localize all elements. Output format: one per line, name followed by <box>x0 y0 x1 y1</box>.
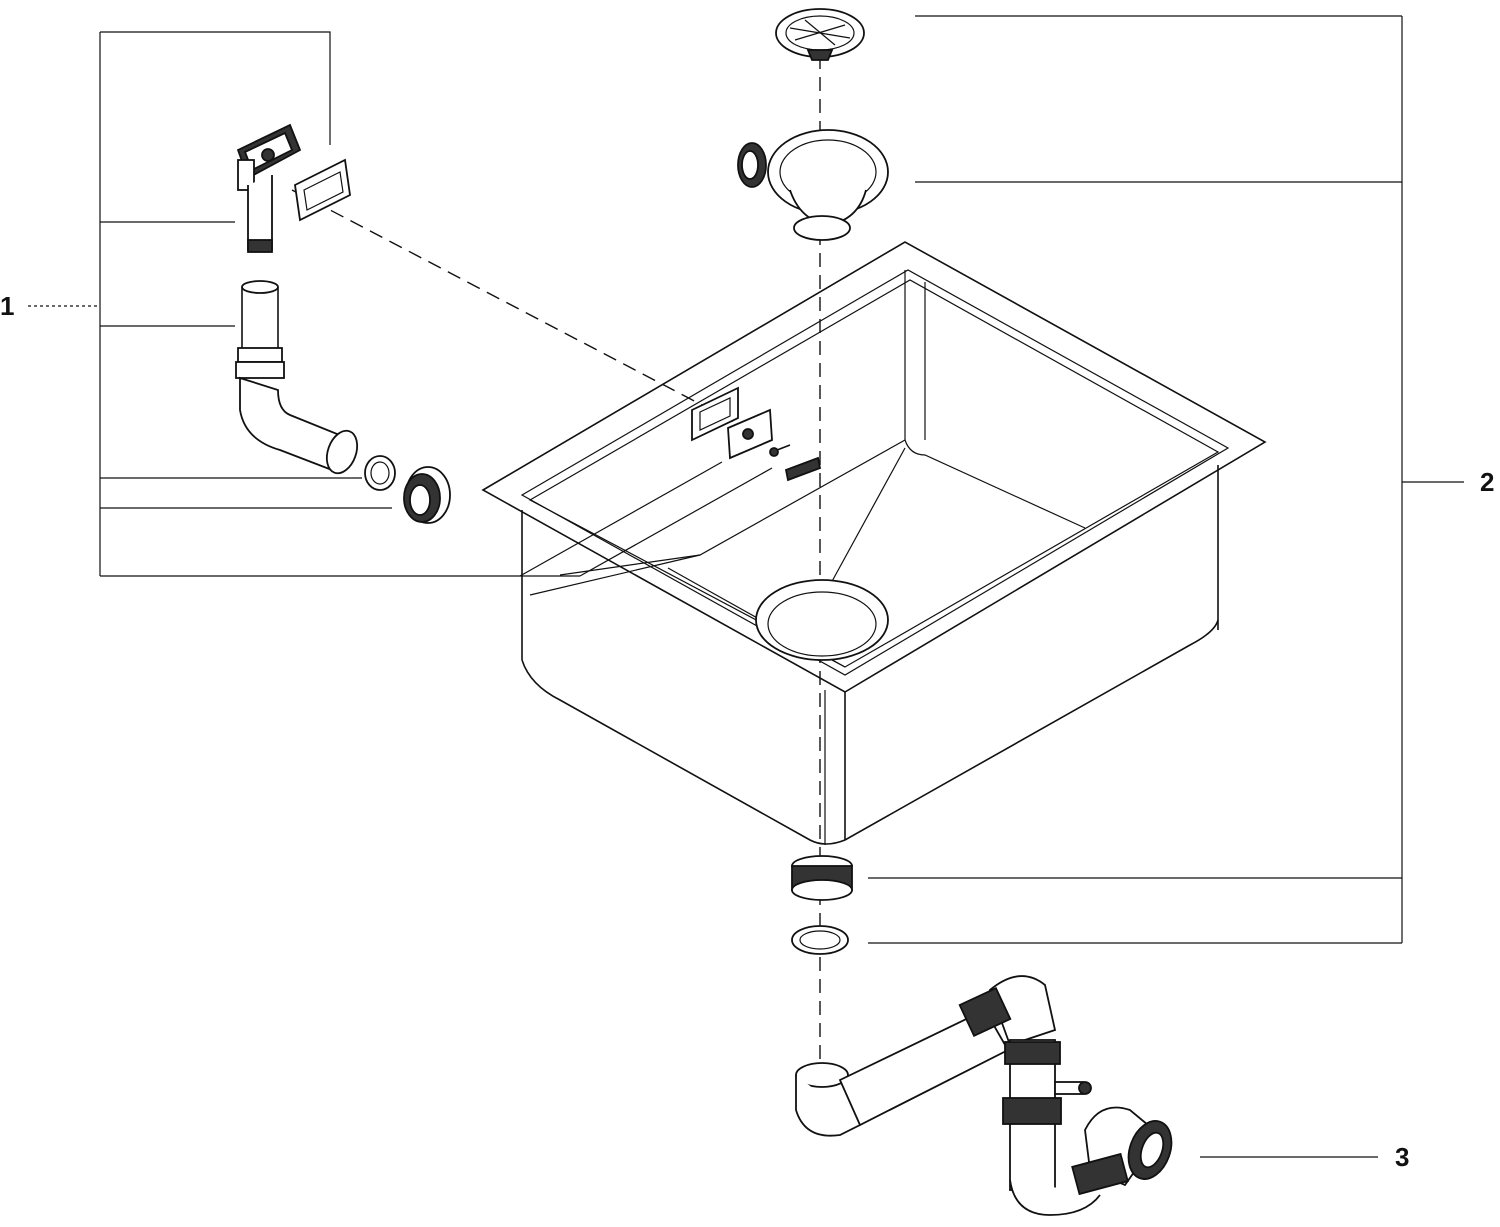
callout-2-label: 2 <box>1480 467 1494 497</box>
callout-1-label: 1 <box>0 291 14 321</box>
overflow-ring <box>364 455 396 491</box>
callout-2-bracket <box>868 15 1464 944</box>
overflow-axis <box>291 189 741 426</box>
siphon-trap <box>795 975 1173 1216</box>
callout-1-bracket <box>28 31 773 577</box>
overflow-nut <box>403 466 451 524</box>
overflow-gasket <box>294 158 351 222</box>
drain-nut <box>791 855 853 901</box>
drain-body <box>737 129 889 241</box>
callout-3-label: 3 <box>1395 1142 1409 1172</box>
overflow-head <box>236 123 302 253</box>
sink-basin <box>481 241 1267 845</box>
drain-washer <box>791 925 849 955</box>
overflow-pipe <box>235 280 359 475</box>
strainer-basket <box>775 8 865 61</box>
